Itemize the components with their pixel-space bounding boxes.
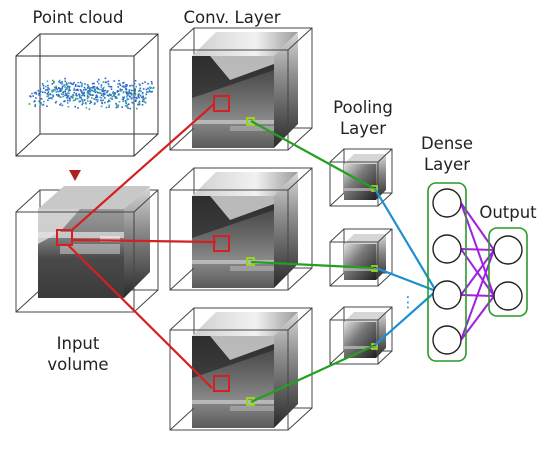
dense-label-line1: Dense	[420, 134, 474, 153]
input-label-line2: volume	[47, 355, 109, 374]
dense-layer-box	[427, 182, 467, 362]
point-cloud-box	[15, 33, 159, 157]
pool-to-dense-links	[374, 188, 437, 346]
conv-feature-map-cube	[169, 167, 313, 291]
pooling-map-cube	[329, 228, 393, 287]
dense-neuron	[432, 325, 462, 355]
dense-label-line2: Layer	[423, 155, 470, 174]
input-label-line1: Input	[56, 334, 100, 353]
conv-filter-box	[213, 95, 230, 112]
conv-filter-box	[213, 375, 230, 392]
output-layer-box	[488, 227, 528, 317]
dense-neuron	[432, 234, 462, 264]
input-volume-cube	[15, 186, 159, 313]
conv-to-pool-links	[250, 120, 375, 403]
output-neuron	[493, 281, 523, 311]
down-arrow-icon	[69, 170, 81, 181]
input-to-conv-links	[67, 103, 217, 389]
point-cloud-label: Point cloud	[32, 8, 124, 27]
output-label: Output	[479, 203, 537, 222]
conv-filter-box	[213, 235, 230, 252]
conv-layer-label: Conv. Layer	[183, 8, 281, 27]
output-neurons	[493, 235, 523, 311]
ellipsis-icon: ⋮	[400, 293, 416, 311]
pooling-label-line1: Pooling	[333, 98, 393, 117]
dense-neuron	[432, 188, 462, 218]
output-neuron	[493, 235, 523, 265]
pooling-map-cube	[329, 148, 393, 207]
dense-neuron	[432, 280, 462, 310]
conv-feature-map-cube	[169, 27, 313, 151]
point-cloud-points	[28, 77, 155, 110]
pooling-map-cube	[329, 306, 393, 365]
conv-feature-map-cube	[169, 307, 313, 431]
pooling-label-line2: Layer	[339, 119, 386, 138]
input-receptive-field-box	[56, 229, 73, 246]
dense-neurons	[432, 188, 462, 355]
